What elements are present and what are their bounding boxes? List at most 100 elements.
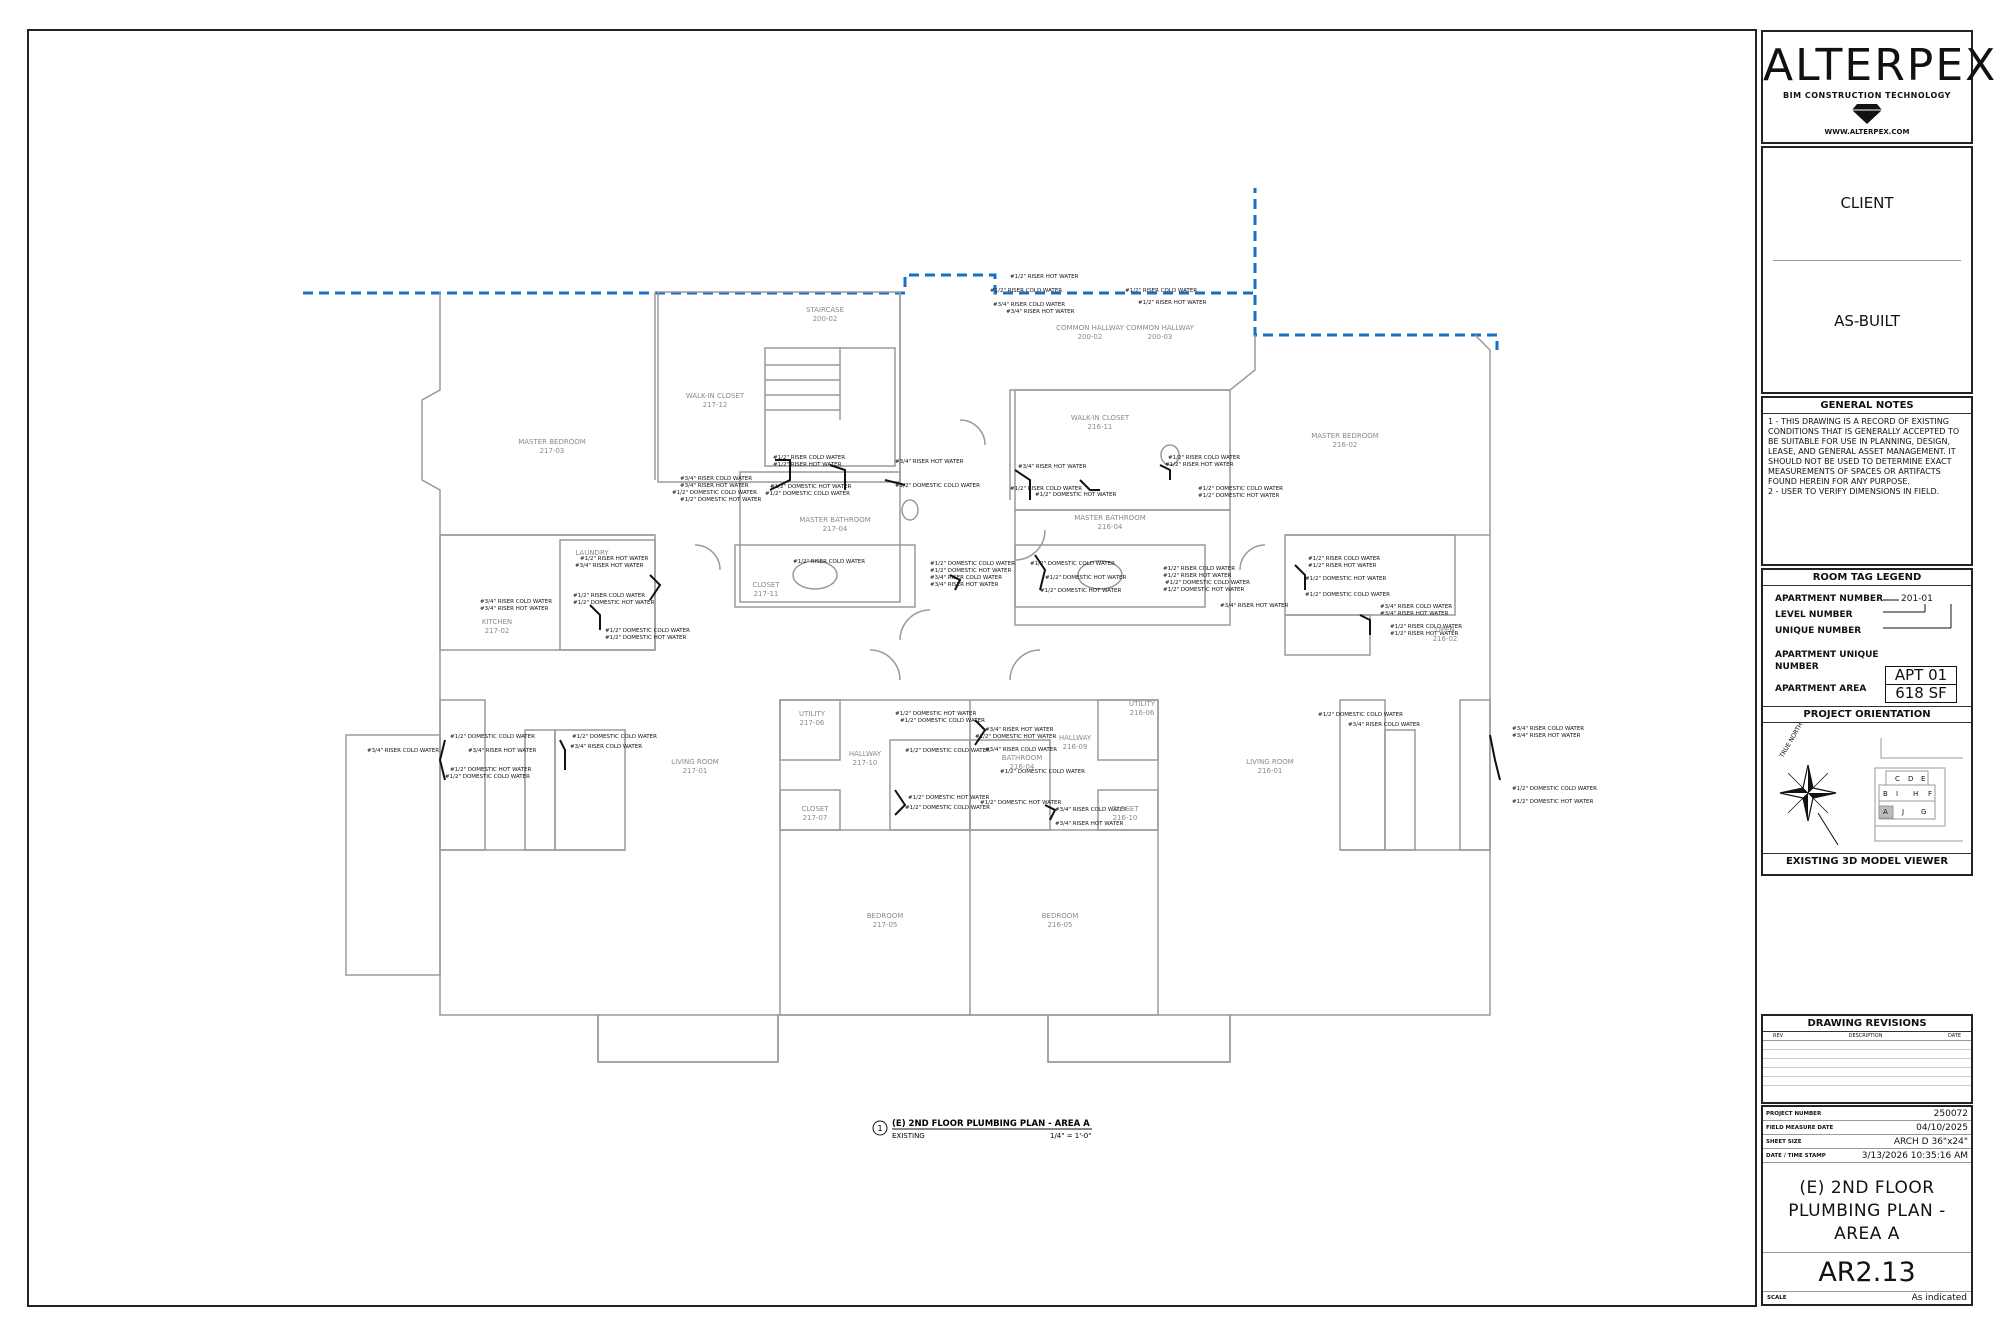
room-number: 200-03 [1148, 333, 1173, 341]
legend-apartment-unique: APARTMENT UNIQUE [1775, 650, 1879, 660]
key-plan-letter: I [1896, 790, 1898, 798]
room-name: LIVING ROOM [671, 758, 719, 766]
svg-text:#3/4" RISER COLD WATER: #3/4" RISER COLD WATER [930, 575, 1002, 581]
room-name: COMMON HALLWAY [1126, 324, 1194, 332]
legend-number: NUMBER [1775, 662, 1819, 672]
svg-text:#1/2" DOMESTIC HOT WATER: #1/2" DOMESTIC HOT WATER [975, 734, 1056, 740]
svg-text:#1/2" RISER HOT WATER: #1/2" RISER HOT WATER [1390, 631, 1459, 637]
svg-text:#1/2" RISER HOT WATER: #1/2" RISER HOT WATER [1010, 274, 1079, 280]
svg-text:#1/2" DOMESTIC COLD WATER: #1/2" DOMESTIC COLD WATER [1165, 580, 1250, 586]
divider [1773, 260, 1961, 261]
room-name: COMMON HALLWAY [1056, 324, 1124, 332]
svg-text:#3/4" RISER HOT WATER: #3/4" RISER HOT WATER [930, 582, 999, 588]
svg-text:#1/2" DOMESTIC COLD WATER: #1/2" DOMESTIC COLD WATER [450, 734, 535, 740]
svg-text:#1/2" DOMESTIC HOT WATER: #1/2" DOMESTIC HOT WATER [908, 795, 989, 801]
key-plan-letter: E [1921, 775, 1925, 783]
client-label: CLIENT [1840, 194, 1894, 212]
svg-text:#3/4" RISER HOT WATER: #3/4" RISER HOT WATER [1055, 821, 1124, 827]
info-field-measure-date: FIELD MEASURE DATE 04/10/2025 [1763, 1121, 1971, 1135]
svg-text:#1/2" DOMESTIC HOT WATER: #1/2" DOMESTIC HOT WATER [1198, 493, 1279, 499]
room-number: 216-11 [1088, 423, 1113, 431]
svg-text:#1/2" DOMESTIC HOT WATER: #1/2" DOMESTIC HOT WATER [770, 484, 851, 490]
svg-text:#1/2" RISER COLD WATER: #1/2" RISER COLD WATER [573, 593, 645, 599]
svg-text:#1/2" RISER HOT WATER: #1/2" RISER HOT WATER [580, 556, 649, 562]
pipe-label-cluster: #1/2" RISER HOT WATER #1/2" RISER COLD W… [367, 274, 1597, 827]
room-name: OPEN [1435, 626, 1454, 634]
svg-text:#3/4" RISER HOT WATER: #3/4" RISER HOT WATER [1018, 464, 1087, 470]
room-number: 216-09 [1063, 743, 1088, 751]
svg-text:#1/2" DOMESTIC COLD WATER: #1/2" DOMESTIC COLD WATER [905, 805, 990, 811]
key-plan-letter: B [1883, 790, 1888, 798]
svg-text:#3/4" RISER COLD WATER: #3/4" RISER COLD WATER [570, 744, 642, 750]
room-number: 217-07 [803, 814, 828, 822]
room-name: LAUNDRY [575, 549, 609, 557]
sheet-info-panel: PROJECT NUMBER 250072 FIELD MEASURE DATE… [1761, 1105, 1973, 1306]
rev-col-rev: REV [1773, 1033, 1784, 1039]
svg-text:#3/4" RISER HOT WATER: #3/4" RISER HOT WATER [1220, 603, 1289, 609]
svg-text:#1/2" DOMESTIC COLD WATER: #1/2" DOMESTIC COLD WATER [572, 734, 657, 740]
svg-text:#1/2" DOMESTIC HOT WATER: #1/2" DOMESTIC HOT WATER [573, 600, 654, 606]
svg-text:#3/4" RISER COLD WATER: #3/4" RISER COLD WATER [1380, 604, 1452, 610]
key-plan-letter: G [1921, 808, 1926, 816]
svg-text:#1/2" DOMESTIC HOT WATER: #1/2" DOMESTIC HOT WATER [1512, 799, 1593, 805]
svg-text:#1/2" DOMESTIC COLD WATER: #1/2" DOMESTIC COLD WATER [1198, 486, 1283, 492]
svg-text:#1/2" RISER HOT WATER: #1/2" RISER HOT WATER [1308, 563, 1377, 569]
room-number: 217-06 [800, 719, 825, 727]
room-name: MASTER BATHROOM [799, 516, 871, 524]
svg-text:#3/4" RISER HOT WATER: #3/4" RISER HOT WATER [680, 483, 749, 489]
svg-text:#3/4" RISER HOT WATER: #3/4" RISER HOT WATER [480, 606, 549, 612]
svg-text:#1/2" DOMESTIC HOT WATER: #1/2" DOMESTIC HOT WATER [1305, 576, 1386, 582]
key-plan-letter: F [1928, 790, 1932, 798]
svg-text:#1/2" RISER COLD WATER: #1/2" RISER COLD WATER [773, 455, 845, 461]
apt-tag-area: 618 SF [1895, 684, 1947, 702]
room-name: BATHROOM [1002, 754, 1043, 762]
key-plan-letter: C [1895, 775, 1900, 783]
svg-text:#1/2" DOMESTIC COLD WATER: #1/2" DOMESTIC COLD WATER [900, 718, 985, 724]
svg-text:#1/2" DOMESTIC COLD WATER: #1/2" DOMESTIC COLD WATER [1318, 712, 1403, 718]
svg-text:#3/4" RISER HOT WATER: #3/4" RISER HOT WATER [895, 459, 964, 465]
svg-text:#1/2" RISER HOT WATER: #1/2" RISER HOT WATER [773, 462, 842, 468]
svg-text:#1/2" DOMESTIC HOT WATER: #1/2" DOMESTIC HOT WATER [1045, 575, 1126, 581]
legend-apartment-area: APARTMENT AREA [1775, 684, 1867, 694]
plumbing-pipes [438, 459, 1501, 821]
svg-text:#3/4" RISER COLD WATER: #3/4" RISER COLD WATER [367, 748, 439, 754]
svg-text:#1/2" DOMESTIC HOT WATER: #1/2" DOMESTIC HOT WATER [895, 711, 976, 717]
room-tag-legend: APARTMENT NUMBER LEVEL NUMBER UNIQUE NUM… [1763, 586, 1971, 706]
room-name: CLOSET [801, 805, 829, 813]
svg-text:1: 1 [877, 1124, 882, 1133]
brand-tagline: BIM CONSTRUCTION TECHNOLOGY [1783, 91, 1951, 100]
room-name: WALK-IN CLOSET [686, 392, 745, 400]
key-plan-letter: A [1883, 808, 1888, 816]
svg-text:#1/2" DOMESTIC HOT WATER: #1/2" DOMESTIC HOT WATER [450, 767, 531, 773]
svg-text:#1/2" DOMESTIC HOT WATER: #1/2" DOMESTIC HOT WATER [605, 635, 686, 641]
room-number: 216-04 [1010, 763, 1035, 771]
svg-text:#1/2" DOMESTIC COLD WATER: #1/2" DOMESTIC COLD WATER [605, 628, 690, 634]
legend-orientation-panel: ROOM TAG LEGEND APARTMENT NUMBER LEVEL N… [1761, 568, 1973, 876]
project-orientation-title: PROJECT ORIENTATION [1763, 706, 1971, 723]
svg-text:#3/4" RISER COLD WATER: #3/4" RISER COLD WATER [480, 599, 552, 605]
svg-text:#1/2" DOMESTIC COLD WATER: #1/2" DOMESTIC COLD WATER [765, 491, 850, 497]
svg-text:#3/4" RISER COLD WATER: #3/4" RISER COLD WATER [1512, 726, 1584, 732]
room-name: BEDROOM [1042, 912, 1079, 920]
svg-text:#1/2" DOMESTIC COLD WATER: #1/2" DOMESTIC COLD WATER [445, 774, 530, 780]
key-plan-letter: D [1908, 775, 1913, 783]
client-panel: CLIENT AS-BUILT [1761, 146, 1973, 394]
note-2: 2 - USER TO VERIFY DIMENSIONS IN FIELD. [1768, 487, 1940, 496]
model-viewer-title: EXISTING 3D MODEL VIEWER [1763, 853, 1971, 869]
general-notes-title: GENERAL NOTES [1763, 398, 1971, 414]
info-date-time-stamp: DATE / TIME STAMP 3/13/2026 10:35:16 AM [1763, 1149, 1971, 1163]
svg-text:#3/4" RISER COLD WATER: #3/4" RISER COLD WATER [1055, 807, 1127, 813]
svg-text:#1/2" RISER COLD WATER: #1/2" RISER COLD WATER [1010, 486, 1082, 492]
room-name: UTILITY [1129, 700, 1156, 708]
room-name: BEDROOM [867, 912, 904, 920]
svg-text:#1/2" DOMESTIC HOT WATER: #1/2" DOMESTIC HOT WATER [680, 497, 761, 503]
info-sheet-size: SHEET SIZE ARCH D 36"x24" [1763, 1135, 1971, 1149]
svg-text:#1/2" RISER COLD WATER: #1/2" RISER COLD WATER [990, 288, 1062, 294]
svg-text:#1/2" DOMESTIC COLD WATER: #1/2" DOMESTIC COLD WATER [1305, 592, 1390, 598]
svg-text:#3/4" RISER HOT WATER: #3/4" RISER HOT WATER [575, 563, 644, 569]
svg-text:#1/2" RISER HOT WATER: #1/2" RISER HOT WATER [1163, 573, 1232, 579]
room-number: 217-03 [540, 447, 565, 455]
room-number: 216-01 [1258, 767, 1283, 775]
svg-text:#1/2" DOMESTIC HOT WATER: #1/2" DOMESTIC HOT WATER [1035, 492, 1116, 498]
